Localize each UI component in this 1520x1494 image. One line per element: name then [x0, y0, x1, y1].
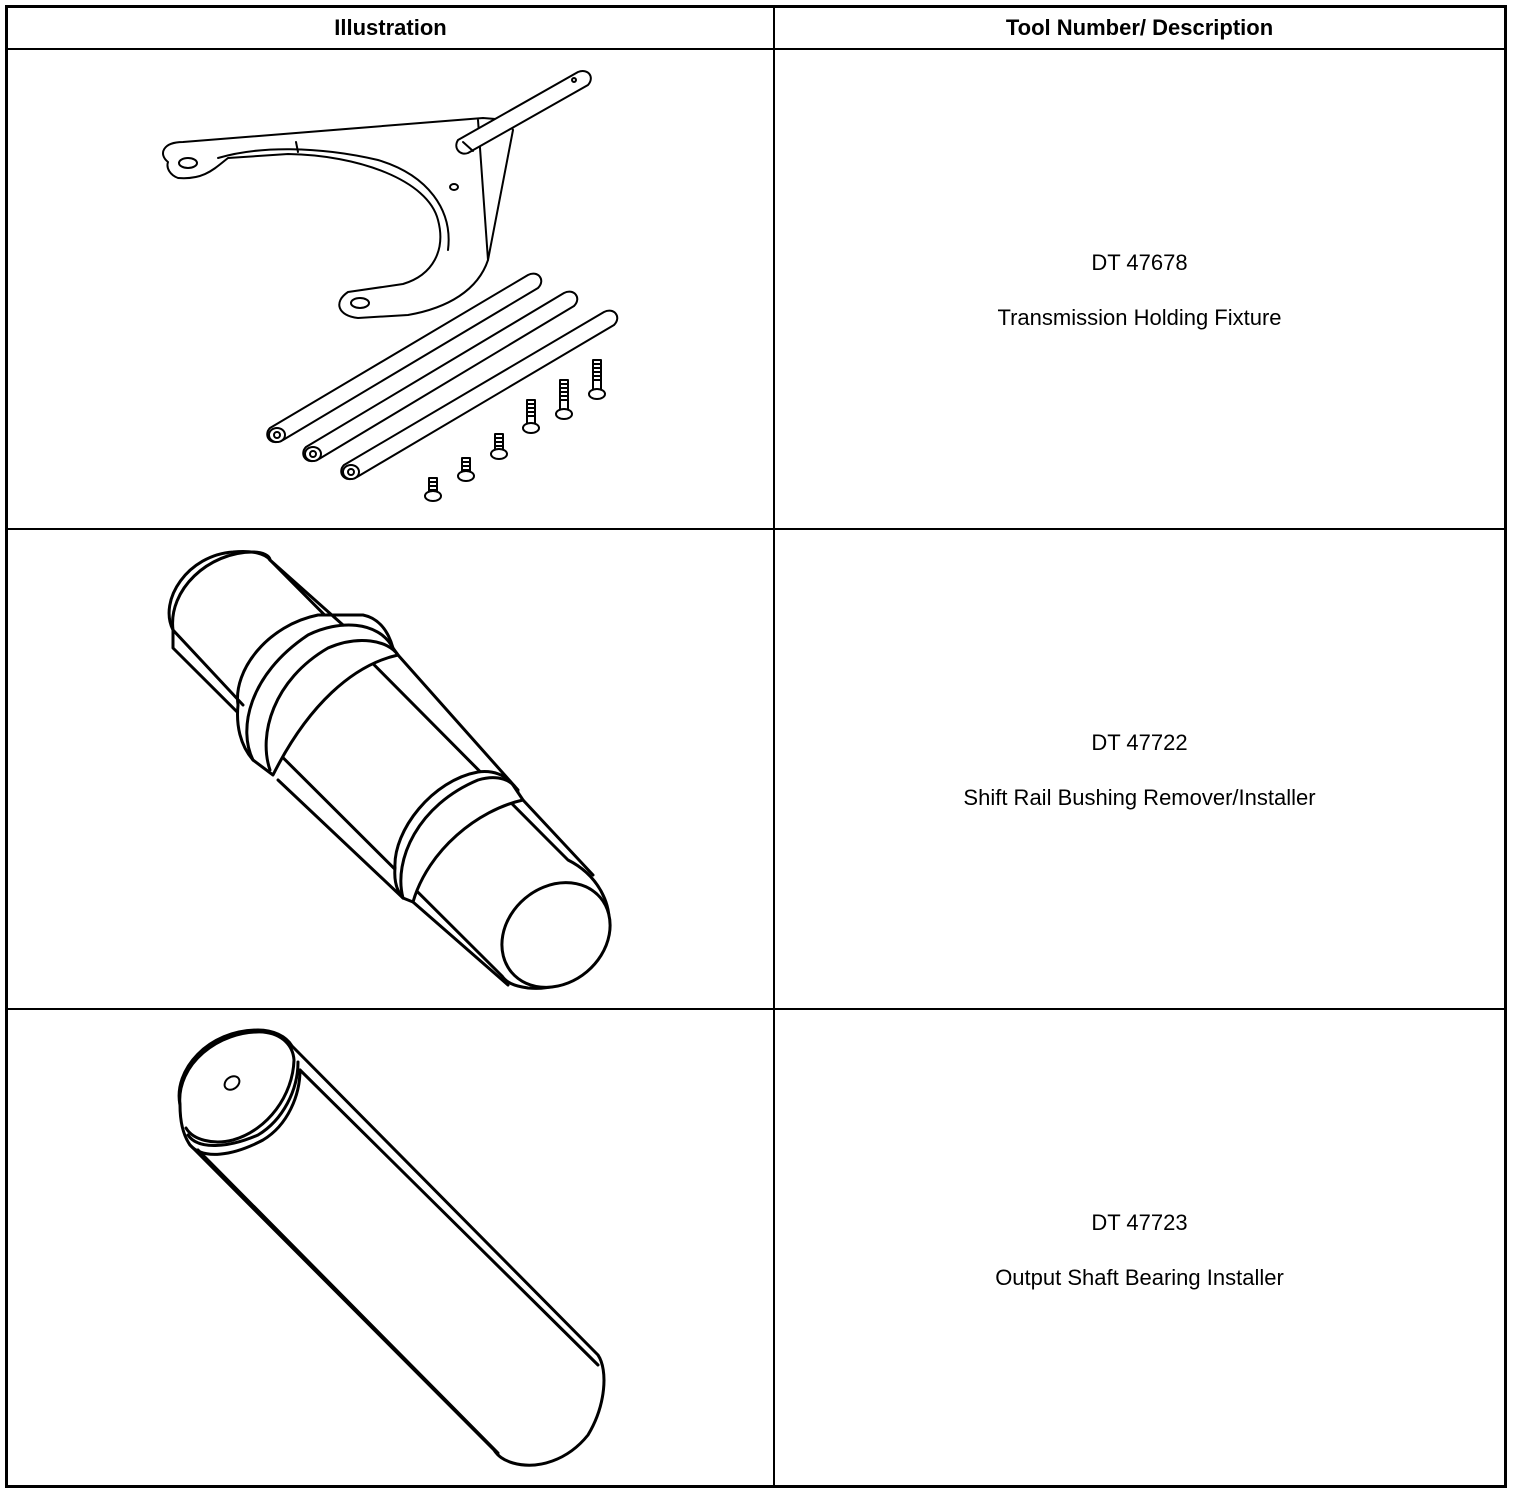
bearing-installer-drawing — [177, 1028, 606, 1467]
bushing-remover-illustration — [8, 530, 773, 1008]
tool-description: Shift Rail Bushing Remover/Installer — [963, 785, 1316, 810]
table-row: DT 47722 Shift Rail Bushing Remover/Inst… — [8, 530, 1504, 1010]
tool-number: DT 47723 — [1091, 1210, 1188, 1235]
tool-number: DT 47722 — [1091, 730, 1188, 755]
bearing-installer-illustration — [8, 1010, 773, 1485]
holding-fixture-drawing — [162, 70, 619, 502]
table-row: DT 47678 Transmission Holding Fixture — [8, 50, 1504, 530]
tool-description-cell: DT 47723 Output Shaft Bearing Installer — [775, 1010, 1504, 1485]
header-illustration: Illustration — [334, 15, 447, 40]
table-header-row: Illustration Tool Number/ Description — [8, 8, 1504, 50]
tool-description-cell: DT 47678 Transmission Holding Fixture — [775, 50, 1504, 528]
bushing-remover-drawing — [167, 550, 612, 990]
tool-number: DT 47678 — [1091, 250, 1188, 275]
tool-table: Illustration Tool Number/ Description — [5, 5, 1507, 1488]
holding-fixture-illustration — [8, 50, 773, 528]
tool-description-cell: DT 47722 Shift Rail Bushing Remover/Inst… — [775, 530, 1504, 1008]
screw-set — [424, 359, 606, 502]
tool-description: Transmission Holding Fixture — [997, 305, 1282, 330]
header-tool-description: Tool Number/ Description — [1005, 15, 1274, 40]
table-row: DT 47723 Output Shaft Bearing Installer — [8, 1010, 1504, 1485]
column-divider — [773, 8, 775, 1485]
tool-description: Output Shaft Bearing Installer — [995, 1265, 1284, 1290]
